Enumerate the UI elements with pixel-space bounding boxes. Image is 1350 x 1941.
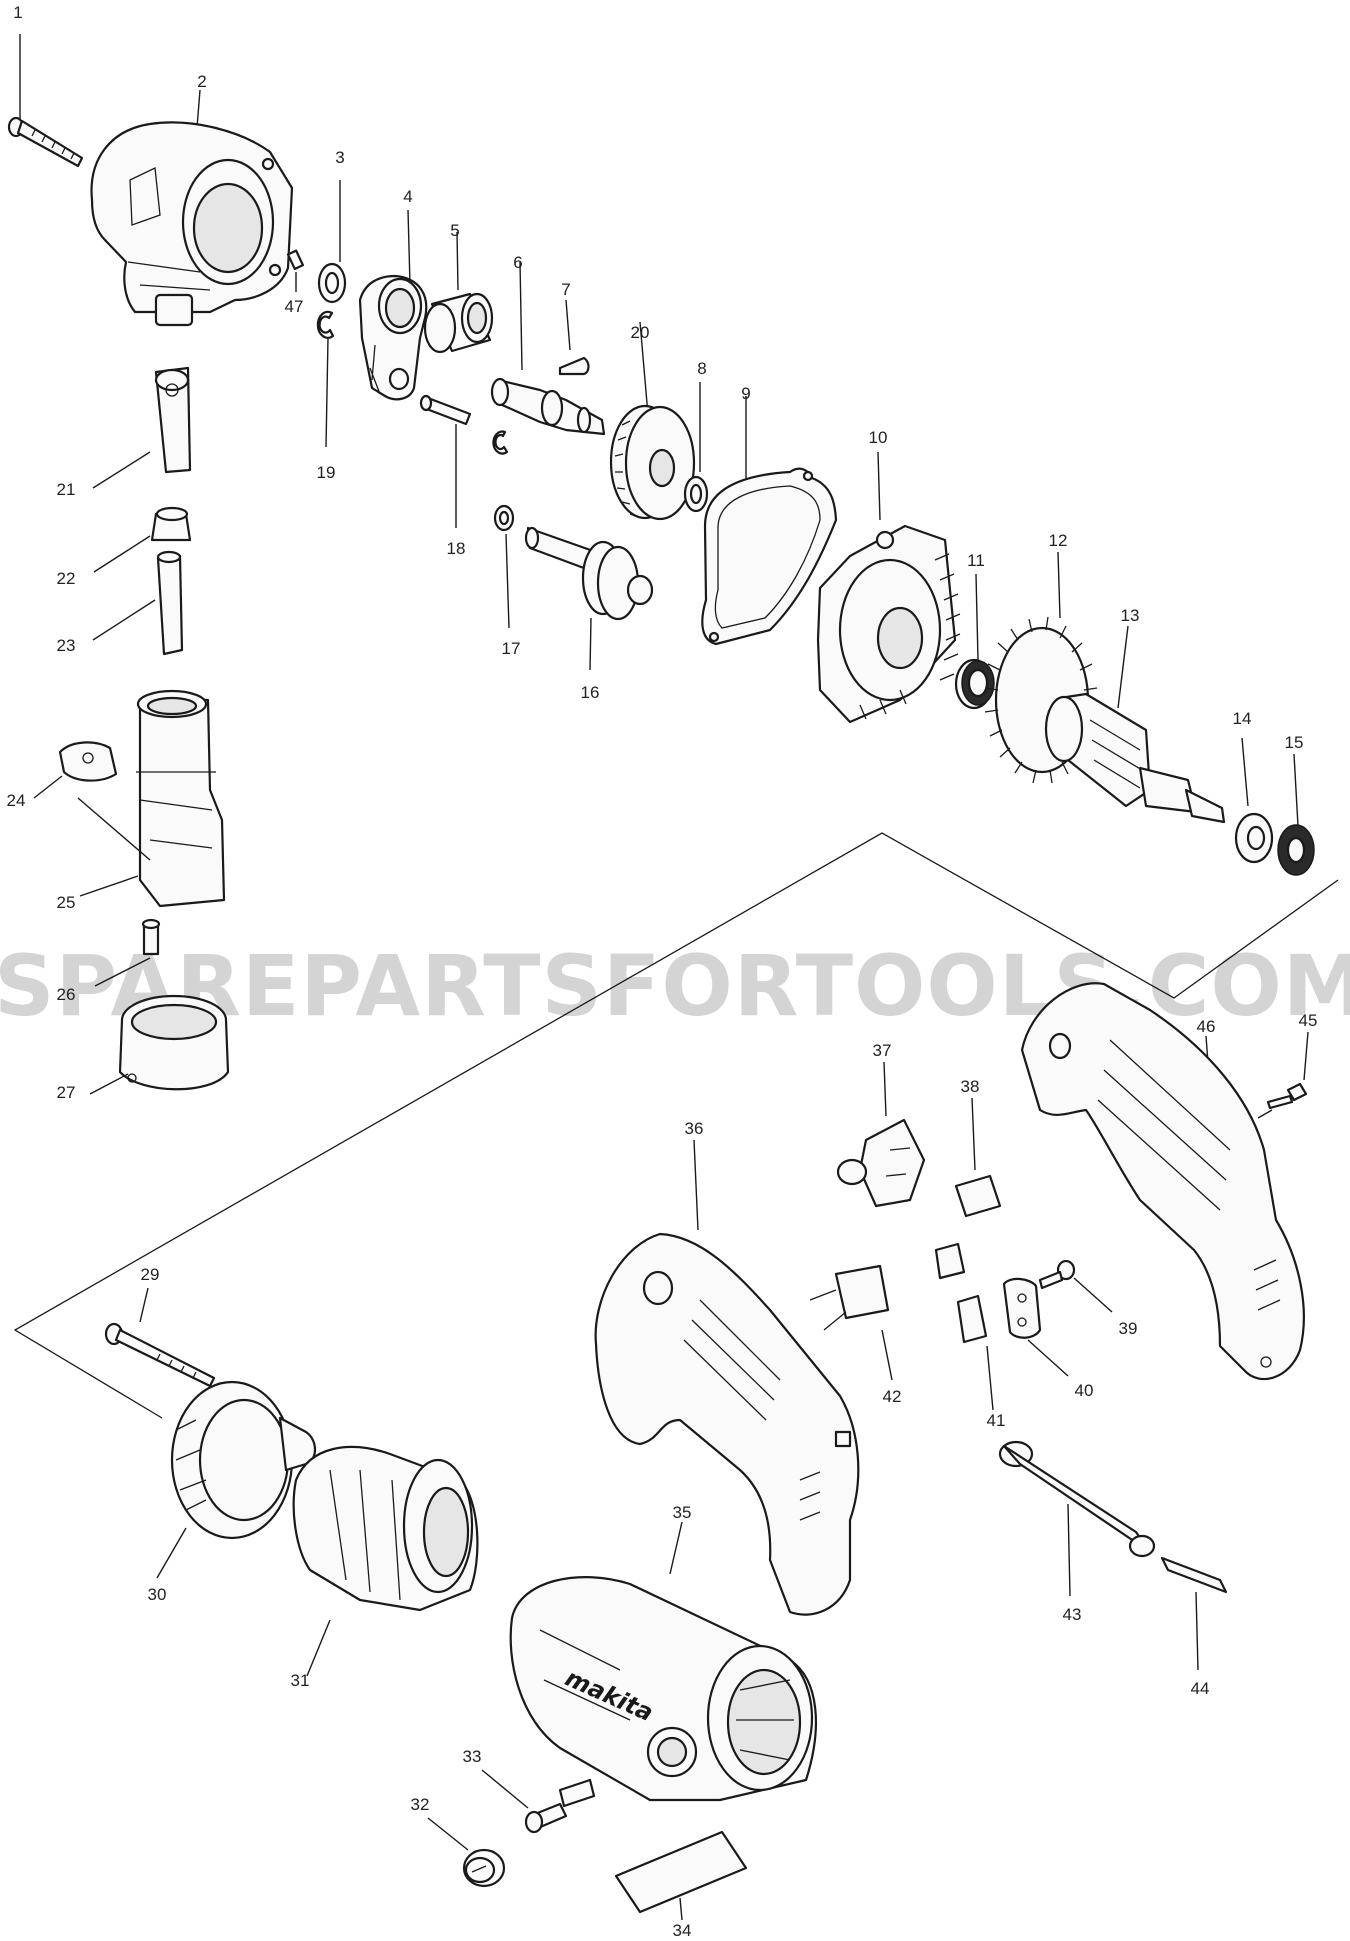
label-36: 36	[685, 1119, 704, 1138]
part-8-washer	[683, 382, 709, 513]
part-24-25-die-holder	[33, 689, 226, 908]
label-26: 26	[57, 985, 76, 1004]
part-16-pinion-gear	[524, 526, 654, 671]
label-15: 15	[1285, 733, 1304, 752]
label-42: 42	[883, 1387, 902, 1406]
label-41: 41	[987, 1411, 1006, 1430]
label-25: 25	[57, 893, 76, 912]
label-3: 3	[335, 148, 344, 167]
part-15-ball-bearing	[1277, 753, 1315, 876]
part-clip-small	[492, 430, 509, 455]
label-30: 30	[148, 1585, 167, 1604]
part-6-shaft	[490, 261, 606, 436]
part-37-switch	[836, 1061, 926, 1208]
part-26-socket-bolt	[94, 918, 161, 987]
part-4-crank	[358, 209, 428, 401]
label-20: 20	[631, 323, 650, 342]
part-39-screw	[1038, 1259, 1113, 1313]
part-35-motor-housing: makita	[509, 1521, 818, 1802]
part-27-ring	[89, 994, 230, 1095]
part-38-connector	[954, 1097, 1002, 1218]
part-21-eye-pin	[92, 366, 192, 489]
part-14-washer	[1234, 737, 1274, 864]
part-9-gasket	[701, 396, 838, 646]
label-11: 11	[967, 551, 985, 570]
part-34-label-plate	[614, 1830, 748, 1921]
label-22: 22	[57, 569, 76, 588]
label-35: 35	[673, 1503, 692, 1522]
part-45-screw	[1257, 1031, 1309, 1119]
part-46-handle-half	[1020, 982, 1305, 1381]
part-47-key	[286, 249, 305, 292]
label-4: 4	[403, 187, 412, 206]
part-40-cord-clamp	[1002, 1277, 1069, 1377]
part-42-noise-suppressor	[809, 1264, 893, 1381]
label-6: 6	[513, 253, 522, 272]
label-46: 46	[1197, 1017, 1216, 1036]
label-45: 45	[1299, 1011, 1318, 1030]
label-19: 19	[317, 463, 336, 482]
part-7-woodruff-key	[558, 299, 590, 376]
label-24: 24	[7, 791, 26, 810]
part-31-field	[292, 1445, 479, 1677]
part-18-pin	[419, 394, 472, 528]
label-18: 18	[447, 539, 466, 558]
part-23-spindle	[92, 550, 184, 656]
part-36-handle-half	[594, 1139, 860, 1616]
part-30-baffle-plate	[156, 1380, 317, 1579]
label-34: 34	[673, 1921, 692, 1940]
part-12-13-armature	[984, 551, 1226, 824]
label-27: 27	[57, 1083, 76, 1102]
label-17: 17	[502, 639, 521, 658]
label-33: 33	[463, 1747, 482, 1766]
part-carbon-block	[934, 1242, 966, 1280]
part-22-nut	[93, 506, 192, 573]
label-9: 9	[741, 384, 750, 403]
part-11-ball-bearing	[954, 573, 995, 710]
label-39: 39	[1119, 1319, 1138, 1338]
part-10-bearing-box	[816, 451, 961, 724]
assembly-bracket-lines	[13, 832, 1339, 1419]
label-47: 47	[285, 297, 304, 316]
part-29-long-screw	[104, 1287, 216, 1388]
part-2-gear-housing	[90, 89, 294, 327]
part-43-cord-guard	[998, 1440, 1156, 1597]
label-12: 12	[1049, 531, 1068, 550]
label-32: 32	[411, 1795, 430, 1814]
part-1-screw	[7, 34, 84, 168]
label-43: 43	[1063, 1605, 1082, 1624]
part-3-washer	[317, 180, 347, 304]
label-23: 23	[57, 636, 76, 655]
label-1: 1	[13, 3, 22, 22]
label-37: 37	[873, 1041, 892, 1060]
part-17-washer	[493, 504, 515, 629]
label-29: 29	[141, 1265, 160, 1284]
label-10: 10	[869, 428, 888, 447]
part-5-needle-bearing	[423, 231, 494, 354]
label-21: 21	[57, 480, 76, 499]
label-8: 8	[697, 359, 706, 378]
part-19-retaining-ring	[316, 310, 335, 448]
label-38: 38	[961, 1077, 980, 1096]
label-16: 16	[581, 683, 600, 702]
label-13: 13	[1121, 606, 1140, 625]
part-33-carbon-brush	[481, 1769, 596, 1834]
label-40: 40	[1075, 1381, 1094, 1400]
part-32-cap	[427, 1817, 506, 1888]
label-2: 2	[197, 72, 206, 91]
part-41-carbon-block	[956, 1294, 994, 1411]
part-20-spur-gear	[609, 321, 696, 521]
label-14: 14	[1233, 709, 1252, 728]
part-44-cord	[1160, 1556, 1228, 1671]
part-number-labels: 1 2 3 4 5 6 7 8 9 10 11 12 13 14 15 16 1…	[7, 3, 1318, 1940]
label-5: 5	[450, 221, 459, 240]
label-44: 44	[1191, 1679, 1210, 1698]
label-7: 7	[561, 280, 570, 299]
label-31: 31	[291, 1671, 310, 1690]
